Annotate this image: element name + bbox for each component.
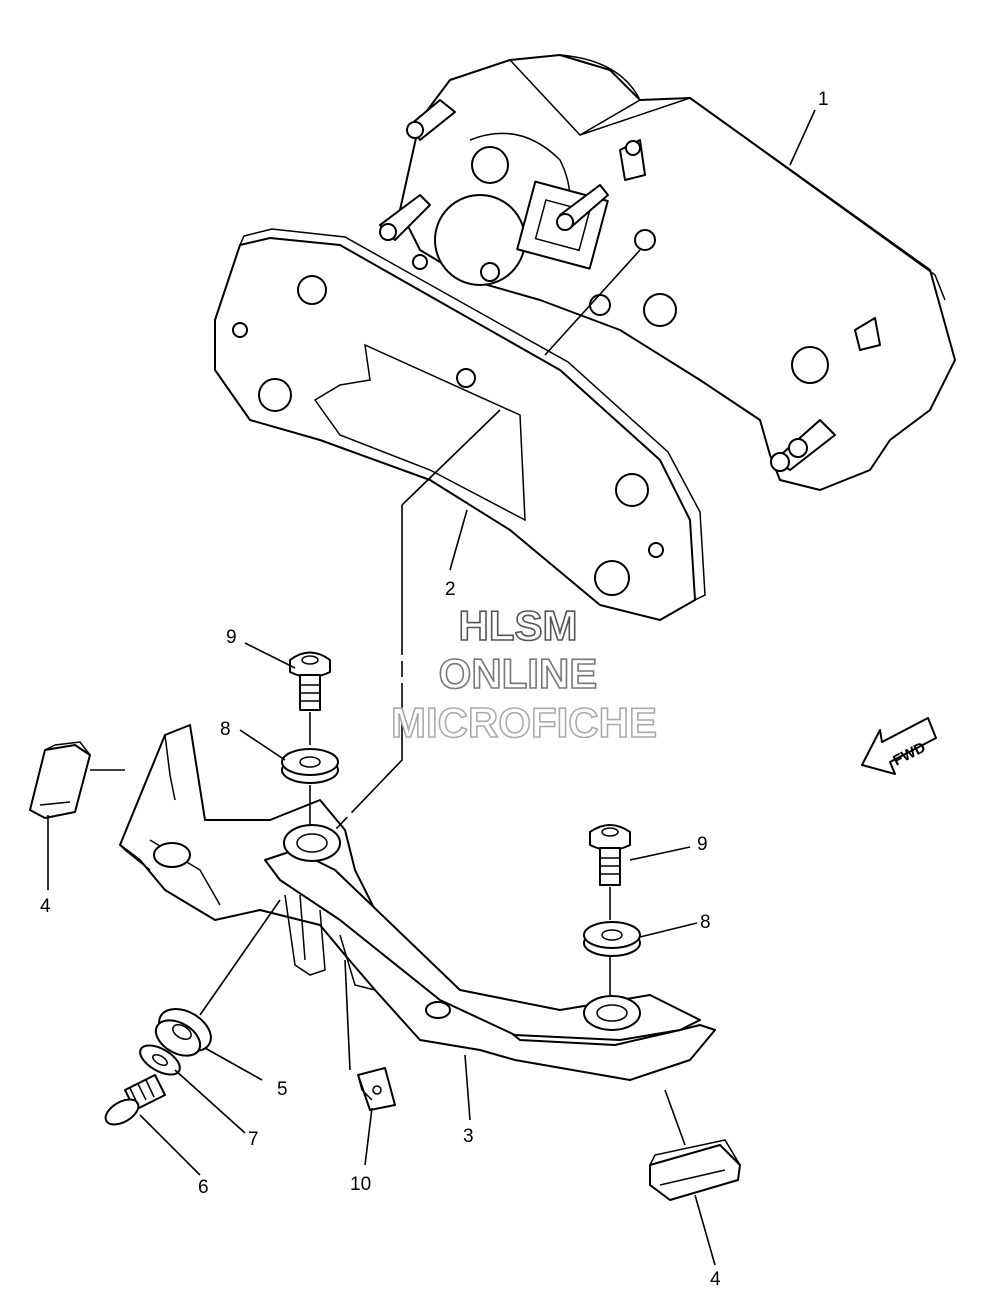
callout-labels: 1 2 3 4 4 5 6 7 8 8 9 9 10 (40, 89, 829, 1290)
washer-small (139, 1044, 181, 1076)
collar-upper (281, 748, 339, 784)
grommet (154, 1008, 212, 1057)
callout-4-left: 4 (40, 896, 51, 917)
callout-1: 1 (818, 89, 829, 110)
meter-gasket (214, 228, 706, 621)
damper-left (29, 741, 91, 819)
callout-9-upper: 9 (226, 627, 237, 648)
callout-8-lower: 8 (700, 912, 711, 933)
bolt-lower (589, 824, 631, 886)
assembly-lines (90, 249, 686, 1146)
callout-7: 7 (248, 1129, 259, 1150)
collar-lower (583, 921, 641, 957)
damper-right (649, 1139, 741, 1201)
leader-lines (47, 109, 816, 1266)
clip-nut (357, 1067, 396, 1111)
callout-8-upper: 8 (220, 719, 231, 740)
fwd-arrow-icon: FWD (861, 717, 937, 775)
callout-4-right: 4 (710, 1269, 721, 1290)
callout-9-lower: 9 (697, 834, 708, 855)
watermark: HLSM ONLINE MICROFICHE (390, 601, 658, 747)
meter-assembly (379, 54, 956, 491)
screw (104, 1074, 166, 1126)
callout-10: 10 (350, 1174, 371, 1195)
watermark-line2: ONLINE (439, 650, 598, 697)
watermark-line3: MICROFICHE (391, 699, 657, 746)
meter-bracket (119, 724, 716, 1081)
bolt-upper (289, 651, 331, 711)
watermark-line1: HLSM (459, 602, 578, 649)
callout-5: 5 (277, 1079, 288, 1100)
callout-3: 3 (463, 1126, 474, 1147)
callout-2: 2 (445, 579, 456, 600)
callout-6: 6 (198, 1177, 209, 1198)
